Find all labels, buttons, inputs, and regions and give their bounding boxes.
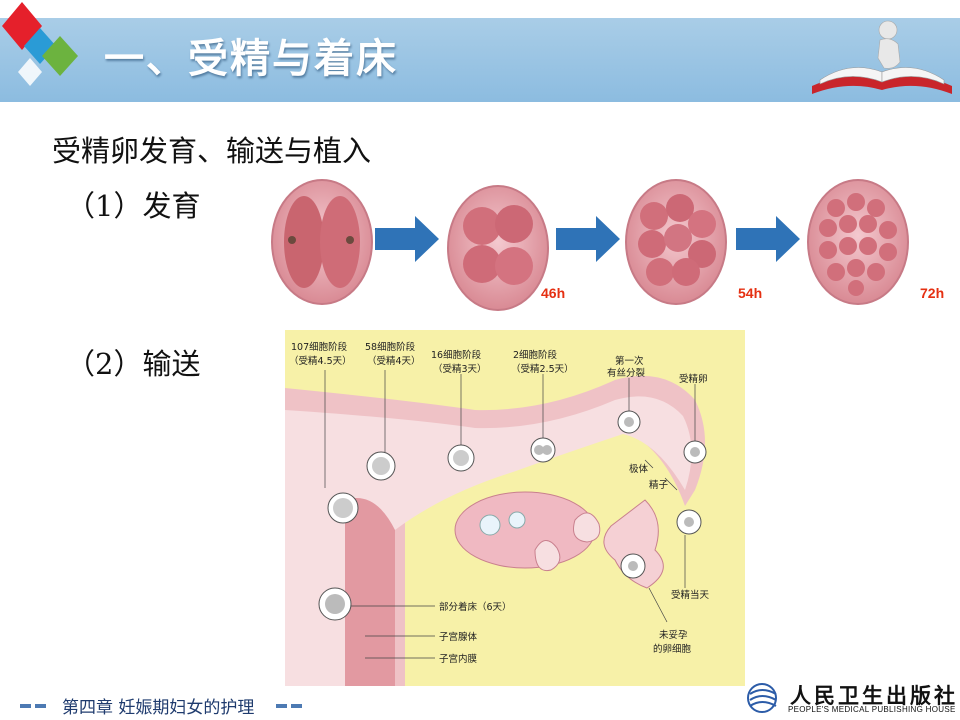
embryo-4-cell — [447, 185, 549, 311]
label-stage107-day: （受精4.5天） — [289, 355, 352, 367]
right-arrow-icon — [736, 216, 800, 262]
fimbriae — [603, 499, 664, 589]
endometrium-layer — [345, 498, 395, 686]
footer-chapter: 第四章 妊娠期妇女的护理 — [62, 698, 255, 718]
time-label-54h: 54h — [738, 285, 763, 301]
label-uterine-gland: 子宫腺体 — [439, 631, 478, 643]
publisher-name-cn: 人民卫生出版社 — [790, 683, 958, 708]
slide-title: 一、受精与着床 — [104, 36, 398, 82]
label-stage58: 58细胞阶段 — [365, 341, 416, 353]
label-fertilized-egg: 受精卵 — [679, 373, 708, 385]
time-label-72h: 72h — [920, 285, 945, 301]
book-figure-icon — [812, 20, 952, 94]
footer-dash-right — [276, 704, 304, 708]
section-development: （1）发育 — [66, 189, 201, 223]
label-partial-implantation: 部分着床（6天） — [439, 601, 512, 613]
label-stage2-day: （受精2.5天） — [511, 363, 574, 375]
label-polar-body: 极体 — [629, 463, 649, 475]
embryo-morula — [807, 179, 909, 305]
label-stage2: 2细胞阶段 — [513, 349, 558, 361]
diamond-decoration-icon — [2, 2, 78, 86]
label-first-division-2: 有丝分裂 — [607, 367, 646, 379]
time-label-46h: 46h — [541, 285, 566, 301]
publisher-name-en: PEOPLE'S MEDICAL PUBLISHING HOUSE — [788, 705, 956, 714]
label-fertilization-day: 受精当天 — [671, 589, 710, 601]
section-transport: （2）输送 — [66, 347, 201, 381]
label-stage58-day: （受精4天） — [367, 355, 421, 367]
label-stage16: 16细胞阶段 — [431, 349, 482, 361]
label-unfertilized-1: 未妥孕 — [659, 629, 688, 641]
label-endometrium: 子宫内膜 — [439, 653, 478, 665]
label-stage107: 107细胞阶段 — [291, 341, 348, 353]
footer-dash-left — [20, 704, 48, 708]
right-arrow-icon — [375, 216, 439, 262]
fertilization-transport-diagram: 107细胞阶段 （受精4.5天） 58细胞阶段 （受精4天） 16细胞阶段 （受… — [285, 330, 745, 686]
label-first-division-1: 第一次 — [615, 355, 644, 367]
label-sperm: 精子 — [649, 479, 669, 491]
right-arrow-icon — [556, 216, 620, 262]
embryo-2-cell — [271, 179, 373, 305]
title-band — [0, 18, 960, 102]
publisher-logo-icon — [747, 683, 777, 713]
label-unfertilized-2: 的卵细胞 — [653, 643, 692, 655]
subtitle: 受精卵发育、输送与植入 — [52, 134, 372, 168]
embryo-8-cell — [625, 179, 727, 305]
label-stage16-day: （受精3天） — [433, 363, 487, 375]
